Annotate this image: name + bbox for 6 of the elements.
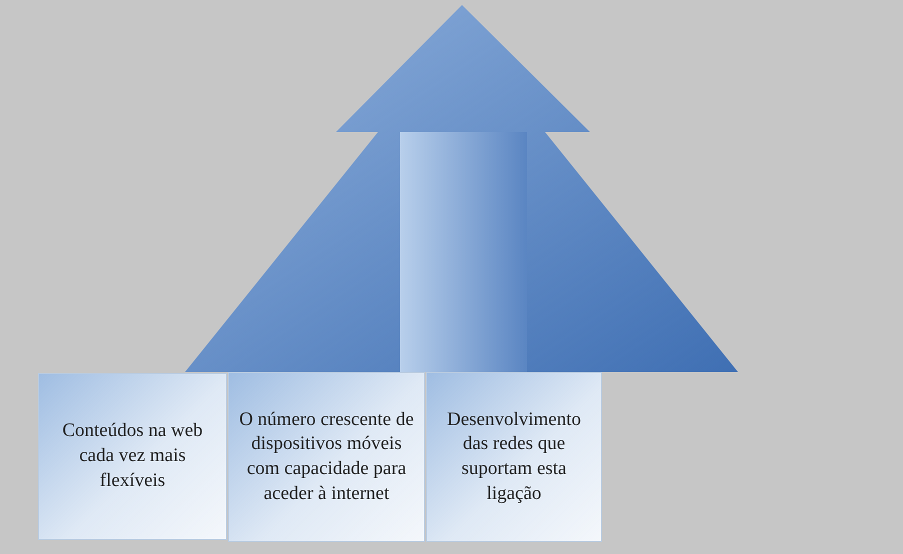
- text-box: [38, 373, 227, 540]
- box-text: Conteúdos na web cada vez mais flexíveis: [61, 419, 204, 493]
- text-box: [228, 372, 425, 542]
- text-box: [426, 372, 602, 542]
- box-text: O número crescente de dispositivos móveis com capacidade para aceder à internet: [239, 408, 414, 506]
- box-text: Desenvolvimento das redes que suportam esta ligação: [446, 408, 582, 506]
